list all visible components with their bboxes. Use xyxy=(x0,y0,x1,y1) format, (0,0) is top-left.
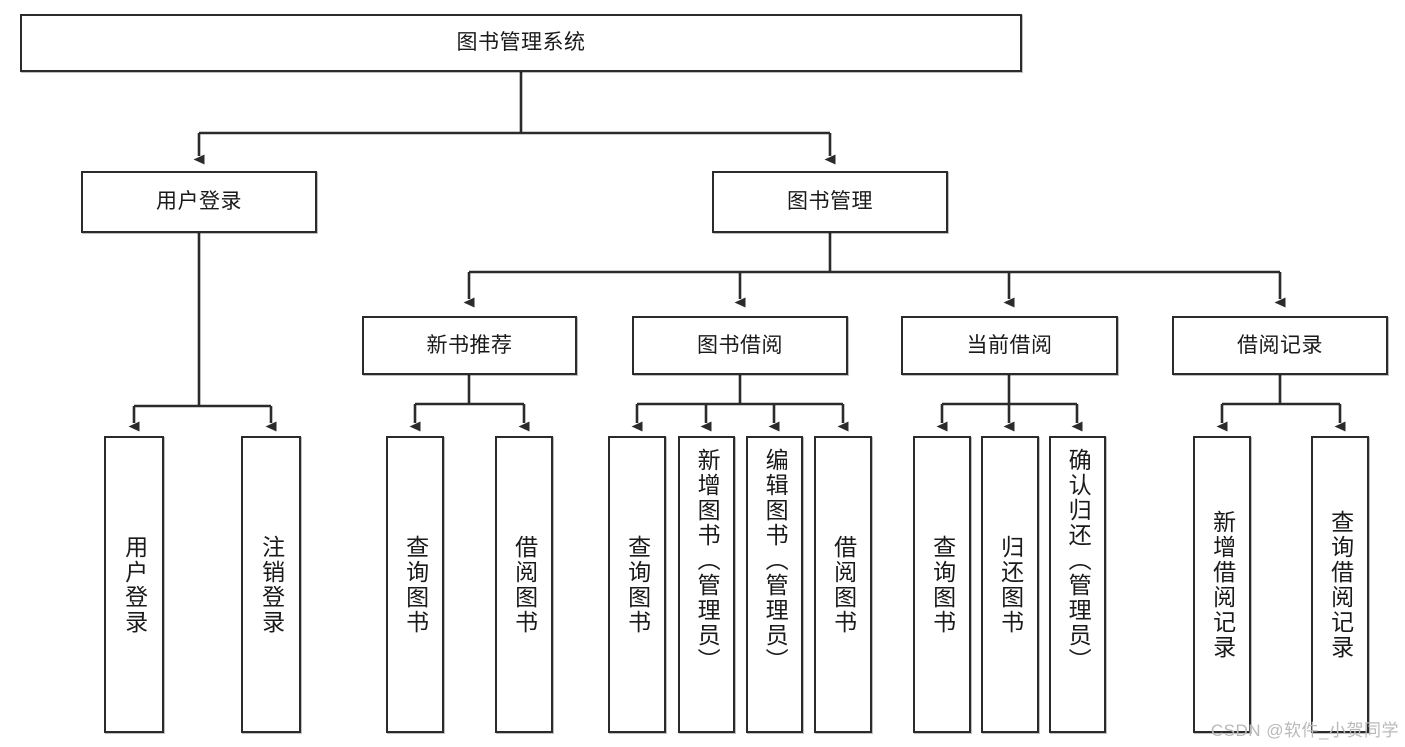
node-root-label: 图书管理系统 xyxy=(456,31,586,55)
leaf-logout[interactable]: 注销登录 xyxy=(241,436,301,733)
leaf-borrow-books-borrowing-label: 借阅图书 xyxy=(830,534,857,635)
leaf-return-books[interactable]: 归还图书 xyxy=(981,436,1039,733)
node-root[interactable]: 图书管理系统 xyxy=(20,14,1022,72)
node-new-book-recommendation[interactable]: 新书推荐 xyxy=(362,316,577,375)
node-current-borrowing[interactable]: 当前借阅 xyxy=(901,316,1118,375)
leaf-edit-book-admin[interactable]: 编辑图书（管理员） xyxy=(746,436,803,733)
node-user-login-label: 用户登录 xyxy=(156,190,242,214)
leaf-confirm-return-admin-label: 确认归还（管理员） xyxy=(1065,448,1092,673)
leaf-borrow-books-borrowing[interactable]: 借阅图书 xyxy=(814,436,872,733)
leaf-return-books-label: 归还图书 xyxy=(997,534,1024,635)
node-new-book-recommendation-label: 新书推荐 xyxy=(426,333,513,357)
node-book-borrowing-label: 图书借阅 xyxy=(697,333,783,357)
leaf-query-books-current[interactable]: 查询图书 xyxy=(913,436,971,733)
leaf-query-books-recommendation[interactable]: 查询图书 xyxy=(386,436,444,733)
leaf-add-borrow-record[interactable]: 新增借阅记录 xyxy=(1193,436,1251,733)
leaf-query-books-current-label: 查询图书 xyxy=(929,534,956,635)
node-book-management[interactable]: 图书管理 xyxy=(712,171,948,233)
node-user-login[interactable]: 用户登录 xyxy=(81,171,317,233)
leaf-query-books-recommendation-label: 查询图书 xyxy=(402,534,429,635)
leaf-add-book-admin-label: 新增图书（管理员） xyxy=(694,448,721,673)
node-current-borrowing-label: 当前借阅 xyxy=(966,333,1053,357)
leaf-user-login[interactable]: 用户登录 xyxy=(104,436,164,733)
leaf-query-books-borrowing[interactable]: 查询图书 xyxy=(608,436,666,733)
leaf-add-book-admin[interactable]: 新增图书（管理员） xyxy=(678,436,735,733)
leaf-query-books-borrowing-label: 查询图书 xyxy=(624,534,651,635)
node-book-management-label: 图书管理 xyxy=(787,190,873,214)
leaf-borrow-books-recommendation[interactable]: 借阅图书 xyxy=(495,436,553,733)
leaf-add-borrow-record-label: 新增借阅记录 xyxy=(1209,509,1236,660)
leaf-confirm-return-admin[interactable]: 确认归还（管理员） xyxy=(1049,436,1106,733)
leaf-edit-book-admin-label: 编辑图书（管理员） xyxy=(762,448,789,673)
leaf-query-borrow-record-label: 查询借阅记录 xyxy=(1327,509,1354,660)
leaf-query-borrow-record[interactable]: 查询借阅记录 xyxy=(1311,436,1369,733)
leaf-borrow-books-recommendation-label: 借阅图书 xyxy=(511,534,538,635)
leaf-logout-label: 注销登录 xyxy=(258,534,285,635)
csdn-watermark: CSDN @软件_小贺同学 xyxy=(1210,721,1399,740)
node-borrowing-records-label: 借阅记录 xyxy=(1237,333,1323,357)
node-book-borrowing[interactable]: 图书借阅 xyxy=(632,316,848,375)
node-borrowing-records[interactable]: 借阅记录 xyxy=(1172,316,1388,375)
leaf-user-login-label: 用户登录 xyxy=(121,534,148,635)
